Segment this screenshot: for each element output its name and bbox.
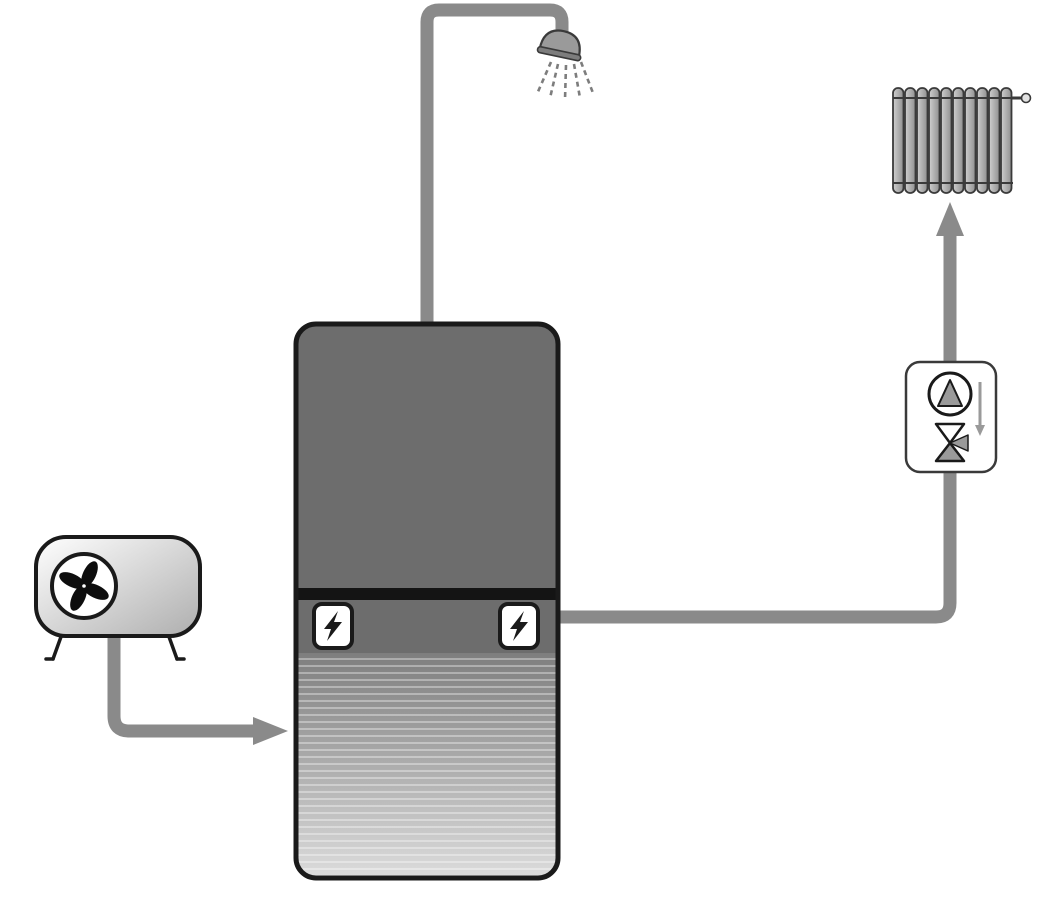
radiator-fin	[976, 87, 989, 194]
fan-blade	[70, 584, 87, 611]
spray-line	[579, 61, 595, 94]
valve-side-port-triangle	[949, 434, 969, 452]
radiator-fin	[892, 87, 905, 194]
radiator-fin	[1000, 87, 1013, 194]
radiator-fin	[988, 87, 1001, 194]
spray-line	[563, 64, 568, 101]
spray-line	[572, 63, 582, 99]
pump-group-box	[904, 360, 998, 474]
spray-line	[535, 61, 553, 95]
radiator-valve-icon	[1012, 92, 1032, 104]
pump-direction-triangle	[937, 379, 963, 407]
heat-pump-legs	[44, 632, 186, 661]
heat-pump-unit	[34, 535, 202, 661]
flow-arrow-to-tank	[253, 717, 288, 745]
valve-upper-triangle	[934, 422, 966, 445]
storage-tank	[293, 321, 561, 881]
radiator-fin	[928, 87, 941, 194]
electric-heater-lightning-icon	[510, 611, 528, 641]
radiator-valve-knob	[1020, 92, 1032, 104]
tank-upper-section	[296, 324, 558, 590]
electric-heater-badge-right	[498, 602, 540, 650]
radiator-fins	[892, 87, 1013, 194]
radiator-fin	[904, 87, 917, 194]
radiator-fin	[952, 87, 965, 194]
bypass-arrow-icon	[975, 425, 985, 436]
tank-stratification-stripes	[296, 653, 558, 878]
radiator-fin	[940, 87, 953, 194]
electric-heater-badge-left	[312, 602, 354, 650]
fan-hub-dot	[82, 584, 86, 588]
fan-blade	[81, 561, 98, 588]
shower-head-icon	[536, 29, 582, 62]
flow-arrow-to-radiator	[936, 202, 964, 236]
valve-lower-triangle	[934, 441, 966, 463]
heat-pump-leg-left	[51, 632, 64, 661]
heat-pump-to-tank-pipe	[107, 628, 254, 738]
tank-to-shower-pipe	[420, 3, 569, 340]
spray-line	[548, 63, 560, 99]
tank-divider-band	[296, 588, 558, 600]
radiator-fin	[916, 87, 929, 194]
electric-heater-lightning-icon	[324, 611, 342, 641]
circulation-pump-icon	[927, 371, 973, 417]
heating-supply-pipe	[552, 232, 957, 624]
shower-face-plate	[536, 45, 582, 62]
tank-outline	[293, 321, 561, 881]
mixing-valve-icon	[934, 422, 969, 463]
fan-blade	[59, 572, 86, 589]
radiator-icon	[892, 87, 1032, 194]
fan-icon	[50, 552, 118, 620]
radiator-fin	[964, 87, 977, 194]
fan-blade	[82, 583, 109, 600]
shower-spray	[535, 61, 595, 101]
heat-pump-leg-right	[166, 632, 179, 661]
